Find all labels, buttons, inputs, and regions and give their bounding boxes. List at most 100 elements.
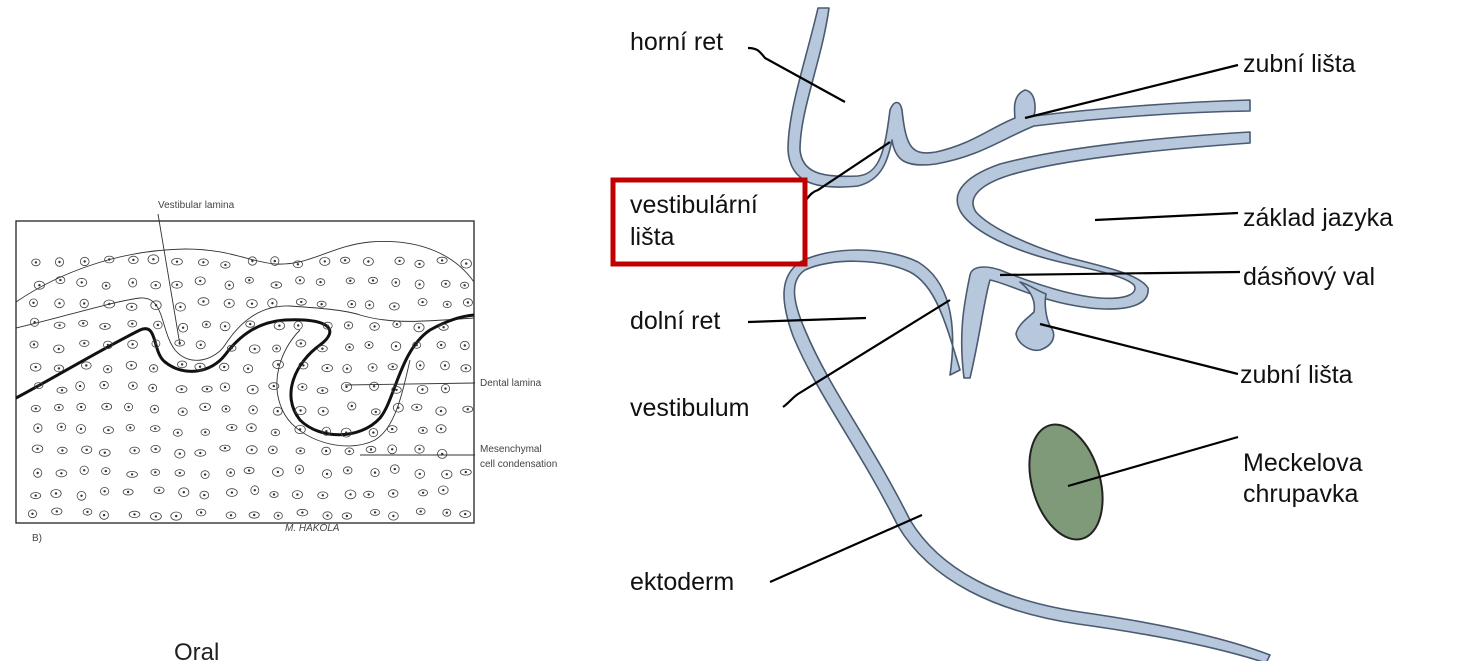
cell-nucleus [35, 407, 37, 409]
cell-nucleus [204, 473, 206, 475]
cell-nucleus [301, 386, 303, 388]
cell-nucleus [132, 385, 134, 387]
cell-nucleus [298, 468, 300, 470]
cell-nucleus [254, 348, 256, 350]
zaklad-jazyka-label: základ jazyka [1243, 204, 1393, 232]
cell-nucleus [33, 343, 35, 345]
cell-nucleus [440, 428, 442, 430]
cell-nucleus [107, 429, 109, 431]
cell-nucleus [155, 515, 157, 517]
cell-nucleus [442, 326, 444, 328]
cell-nucleus [199, 452, 201, 454]
cell-nucleus [200, 344, 202, 346]
cell-nucleus [130, 364, 132, 366]
cell-nucleus [179, 453, 181, 455]
cell-nucleus [421, 388, 423, 390]
cell-nucleus [322, 410, 324, 412]
cell-nucleus [422, 429, 424, 431]
cell-nucleus [349, 493, 351, 495]
cell-nucleus [152, 367, 154, 369]
cell-nucleus [225, 408, 227, 410]
vestibularni-label-line2: lišta [630, 223, 675, 251]
cell-nucleus [230, 514, 232, 516]
cell-nucleus [391, 428, 393, 430]
cell-nucleus [56, 510, 58, 512]
dental-lamina-label: Dental lamina [480, 378, 542, 389]
cell-nucleus [346, 515, 348, 517]
cell-nucleus [132, 281, 134, 283]
cell-nucleus [297, 324, 299, 326]
schematic-figure: horní ret vestibulární lišta dolní ret v… [613, 8, 1393, 661]
cell-nucleus [35, 261, 37, 263]
cell-nucleus [275, 347, 277, 349]
cell-nucleus [35, 494, 37, 496]
cell-nucleus [61, 449, 63, 451]
cell-nucleus [103, 514, 105, 516]
cell-nucleus [445, 283, 447, 285]
cell-nucleus [252, 409, 254, 411]
cell-nucleus [346, 368, 348, 370]
cell-nucleus [229, 471, 231, 473]
cell-nucleus [204, 431, 206, 433]
cell-nucleus [398, 260, 400, 262]
cell-nucleus [321, 389, 323, 391]
cell-nucleus [277, 363, 279, 365]
cell-nucleus [465, 471, 467, 473]
cell-nucleus [33, 321, 35, 323]
cell-nucleus [103, 490, 105, 492]
cell-nucleus [84, 260, 86, 262]
cell-nucleus [154, 471, 156, 473]
cell-nucleus [55, 492, 57, 494]
cell-nucleus [58, 302, 60, 304]
cell-nucleus [375, 411, 377, 413]
meckelova-label-line1: Meckelova [1243, 449, 1363, 477]
cell-nucleus [444, 364, 446, 366]
cell-nucleus [224, 264, 226, 266]
cell-nucleus [351, 303, 353, 305]
cell-nucleus [58, 261, 60, 263]
vestibulum-label: vestibulum [630, 394, 750, 422]
cell-nucleus [368, 304, 370, 306]
cell-nucleus [326, 514, 328, 516]
cell-nucleus [152, 387, 154, 389]
cell-nucleus [392, 366, 394, 368]
cell-nucleus [31, 513, 33, 515]
cell-nucleus [418, 283, 420, 285]
cell-nucleus [344, 259, 346, 261]
cell-nucleus [154, 448, 156, 450]
cell-nucleus [420, 510, 422, 512]
dolni-ret-leader [748, 318, 866, 322]
cell-nucleus [203, 494, 205, 496]
cell-nucleus [106, 405, 108, 407]
cell-nucleus [152, 258, 154, 260]
cell-nucleus [321, 348, 323, 350]
cell-nucleus [199, 366, 201, 368]
cell-nucleus [248, 279, 250, 281]
cell-nucleus [299, 428, 301, 430]
cell-nucleus [467, 408, 469, 410]
cell-nucleus [175, 515, 177, 517]
cell-nucleus [278, 325, 280, 327]
cell-nucleus [131, 343, 133, 345]
cell-nucleus [131, 473, 133, 475]
dasnovy-val-label: dásňový val [1243, 263, 1375, 291]
zubni-lista-bottom-leader [1040, 324, 1238, 374]
cell-nucleus [391, 448, 393, 450]
zubni-lista-bottom-label: zubní lišta [1240, 361, 1353, 389]
cell-nucleus [155, 304, 157, 306]
cell-nucleus [395, 281, 397, 283]
cell-nucleus [371, 366, 373, 368]
zaklad-jazyka-leader [1095, 213, 1238, 220]
cell-nucleus [83, 302, 85, 304]
cell-nucleus [442, 489, 444, 491]
cell-nucleus [465, 367, 467, 369]
cell-nucleus [347, 469, 349, 471]
cell-nucleus [418, 448, 420, 450]
cell-nucleus [183, 491, 185, 493]
cell-nucleus [299, 450, 301, 452]
cell-nucleus [200, 511, 202, 513]
cell-nucleus [351, 405, 353, 407]
cell-nucleus [129, 427, 131, 429]
oral-caption: Oral [174, 639, 219, 661]
